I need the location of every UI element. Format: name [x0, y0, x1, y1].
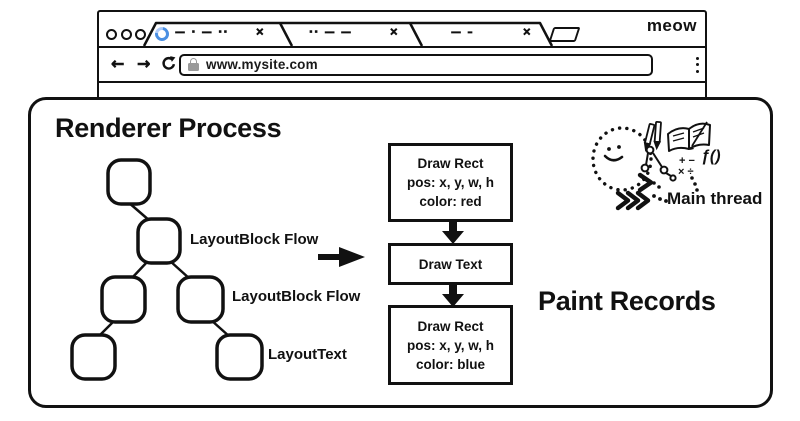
paint-step-line: color: blue [415, 356, 485, 372]
smiley-face-icon [603, 145, 624, 162]
browser-brand: meow [646, 16, 697, 35]
window-button-maximize-icon[interactable] [135, 29, 146, 40]
dotted-ellipse-body [591, 126, 653, 192]
tree-label-layoutblock-flow-2: LayoutBlock Flow [232, 288, 361, 305]
tab-3-close-icon[interactable]: × [523, 24, 531, 39]
function-glyph: ƒ() [701, 148, 721, 165]
tree-label-layouttext: LayoutText [268, 346, 347, 363]
pencils-icon [643, 120, 662, 152]
renderer-process-panel: Renderer Process LayoutBlock Flow Layout… [28, 97, 773, 408]
paint-step-draw-text: Draw Text [388, 243, 513, 285]
math-symbols-bottom: × ÷ [678, 166, 694, 178]
tree-node-1 [106, 158, 152, 206]
window-buttons [106, 29, 146, 40]
tab-1-title-placeholder[interactable]: — · — ·· [175, 27, 229, 39]
back-icon[interactable]: ← [111, 53, 125, 73]
forward-icon[interactable]: → [137, 53, 151, 73]
down-arrow-icon [442, 221, 464, 244]
window-button-close-icon[interactable] [106, 29, 117, 40]
tree-node-5 [70, 333, 117, 381]
book-icon [667, 121, 711, 152]
lock-icon [188, 58, 199, 71]
paint-step-line: pos: x, y, w, h [406, 175, 494, 190]
main-thread-label: Main thread [667, 189, 763, 208]
paint-step-line: Draw Text [418, 256, 483, 272]
tree-node-2 [136, 217, 182, 265]
panel-title: Renderer Process [55, 113, 282, 143]
chevron-arrows-icon [615, 172, 654, 211]
paint-step-line: color: red [419, 194, 482, 209]
tree-label-layoutblock-flow-1: LayoutBlock Flow [190, 231, 319, 248]
tab-outlines [142, 21, 554, 47]
reload-icon[interactable] [160, 55, 177, 72]
tab-1-close-icon[interactable]: × [256, 24, 264, 39]
tree-node-3 [100, 275, 147, 324]
paint-step-line: Draw Rect [417, 318, 484, 334]
dotted-trail [652, 176, 699, 203]
address-bar[interactable]: www.mysite.com [179, 53, 653, 76]
url-text: www.mysite.com [206, 57, 318, 72]
tab-2-close-icon[interactable]: × [390, 24, 398, 39]
window-button-minimize-icon[interactable] [120, 29, 132, 40]
tab-2-title-placeholder[interactable]: ·· — — [309, 27, 353, 39]
tree-node-6 [215, 333, 264, 381]
menu-dots-icon[interactable] [696, 56, 699, 73]
paint-step-line: Draw Rect [417, 156, 484, 171]
layout-tree-diagram [70, 158, 264, 381]
tab-bar: — · — ·· × ·· — — × — – × meow [99, 12, 705, 47]
navigation-bar: ← → www.mysite.com [99, 45, 705, 83]
paint-records-label: Paint Records [538, 286, 716, 316]
paint-step-line: pos: x, y, w, h [406, 337, 494, 353]
paint-step-draw-rect-blue: Draw Rect pos: x, y, w, h color: blue [388, 305, 513, 385]
down-arrow-icon [442, 284, 464, 307]
paint-step-draw-rect-red: Draw Rect pos: x, y, w, h color: red [388, 143, 513, 222]
new-tab-button[interactable] [548, 27, 581, 42]
tree-node-4 [176, 275, 225, 324]
main-thread-character: + − × ÷ ƒ() [591, 120, 721, 211]
right-arrow-icon [318, 247, 365, 267]
dom-tree-icon [640, 145, 677, 182]
math-symbols-top: + − [679, 155, 695, 167]
tab-3-title-placeholder[interactable]: — – [451, 27, 474, 39]
